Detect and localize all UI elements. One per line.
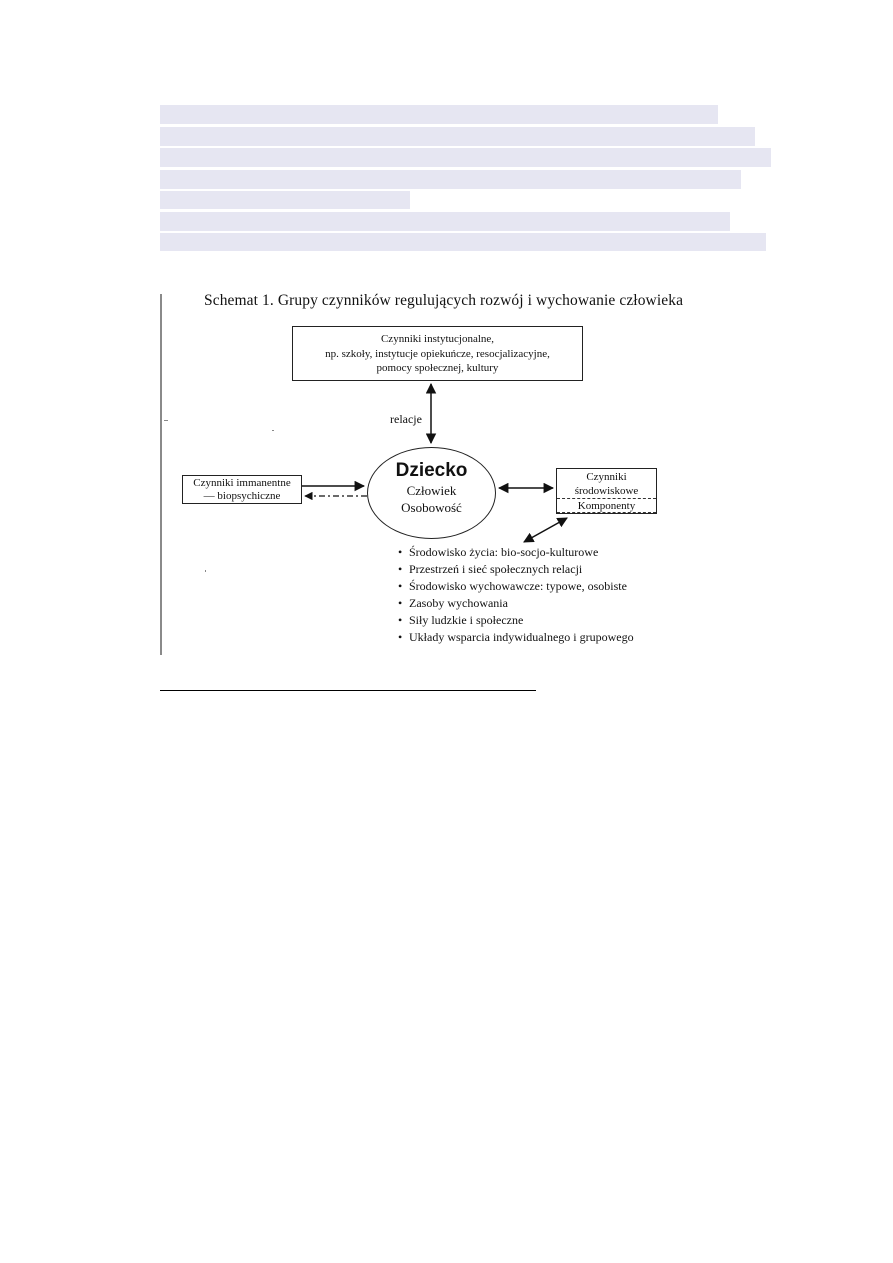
child-center-ellipse: Dziecko Człowiek Osobowość (367, 447, 496, 539)
component-item: Układy wsparcia indywidualnego i grupowe… (398, 629, 634, 646)
component-item: Siły ludzkie i społeczne (398, 612, 634, 629)
figure-title: Schemat 1. Grupy czynników regulujących … (204, 292, 684, 309)
environmental-line-2: środowiskowe (574, 484, 639, 497)
immanent-line-2: — biopsychiczne (203, 490, 281, 502)
component-item: Zasoby wychowania (398, 595, 634, 612)
immanent-line-1: Czynniki immanentne (193, 477, 291, 489)
redacted-line-4 (160, 170, 741, 189)
environmental-line-3: Komponenty (577, 500, 636, 512)
redacted-line-6 (160, 212, 730, 231)
environmental-line-1: Czynniki (586, 471, 627, 483)
dashed-divider (557, 498, 656, 499)
arrow-environment-components (523, 517, 568, 543)
scan-speck (164, 420, 168, 421)
relations-label: relacje (390, 412, 422, 426)
component-item: Środowisko wychowawcze: typowe, osobiste (398, 578, 634, 595)
redacted-line-3 (160, 148, 771, 167)
institutional-line-3: pomocy społecznej, kultury (376, 362, 499, 374)
center-label-2: Człowiek (406, 483, 457, 498)
environmental-factors-box: Czynniki środowiskowe Komponenty (556, 468, 657, 514)
center-label-3: Osobowość (401, 500, 462, 515)
institutional-line-2: np. szkoły, instytucje opiekuńcze, resoc… (325, 347, 550, 360)
component-item: Środowisko życia: bio-socjo-kulturowe (398, 544, 634, 561)
redacted-line-2 (160, 127, 755, 146)
redacted-line-7 (160, 233, 766, 251)
scan-edge-line (160, 294, 162, 655)
redacted-line-1 (160, 105, 718, 124)
immanent-factors-box: Czynniki immanentne — biopsychiczne (182, 475, 302, 504)
institutional-factors-box: Czynniki instytucjonalne, np. szkoły, in… (292, 326, 583, 381)
components-list: Środowisko życia: bio-socjo-kulturowe Pr… (398, 544, 634, 646)
institutional-line-1: Czynniki instytucjonalne, (380, 333, 495, 345)
scan-speck (205, 570, 206, 572)
component-item: Przestrzeń i sieć społecznych relacji (398, 561, 634, 578)
footnote-separator (160, 690, 536, 691)
scan-speck (272, 430, 274, 431)
redacted-line-5 (160, 191, 410, 209)
connector-arrows (302, 382, 568, 543)
center-main-label: Dziecko (395, 460, 468, 481)
dashed-divider (557, 512, 656, 513)
